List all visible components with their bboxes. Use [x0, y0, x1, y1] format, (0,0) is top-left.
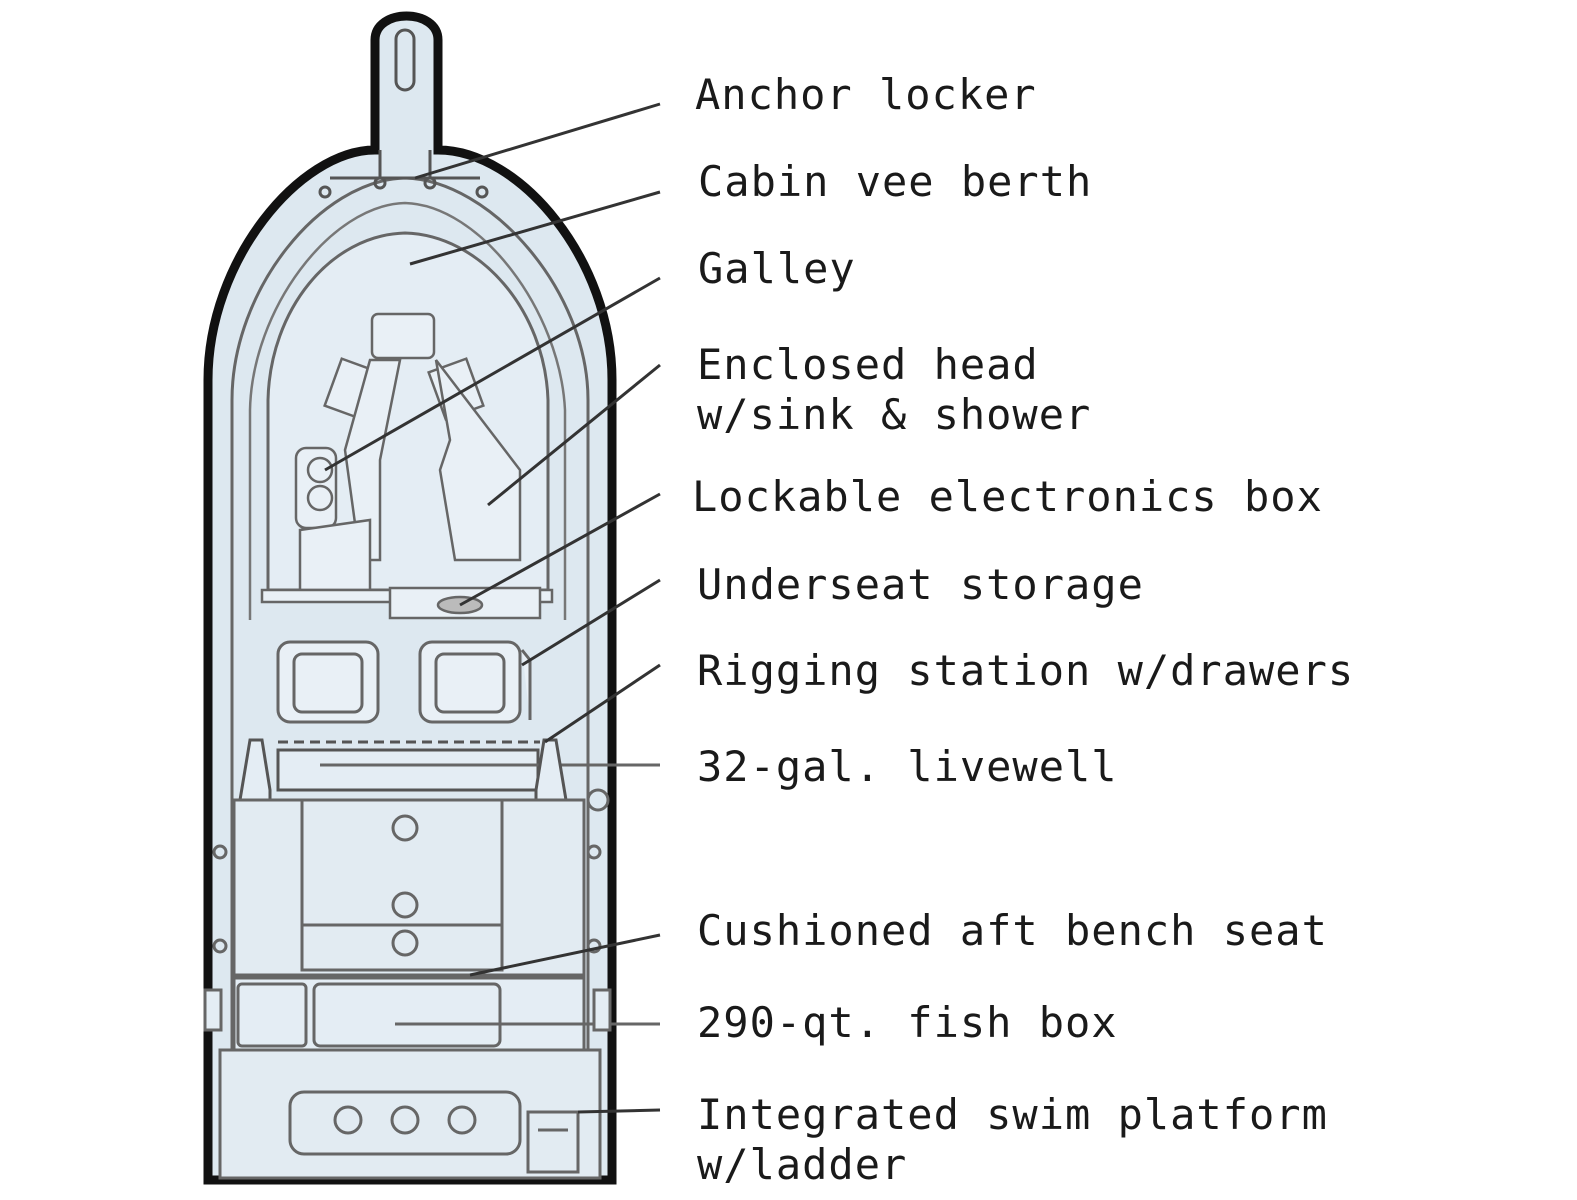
leader-underseat-storage [521, 578, 661, 667]
helm-seats [276, 640, 532, 724]
label-swim-platform: Integrated swim platform w/ladder [697, 1090, 1328, 1189]
leader-enclosed-head [487, 363, 661, 507]
bow-rail [318, 150, 489, 199]
leader-lines [324, 102, 661, 1114]
cabin-furniture [294, 312, 522, 592]
leader-swim-platform [577, 1108, 661, 1114]
gunwale-inner-line [248, 201, 567, 620]
leader-aft-bench-seat [469, 933, 661, 977]
label-galley: Galley [698, 244, 856, 293]
label-cabin-vee-berth: Cabin vee berth [698, 157, 1093, 206]
label-aft-bench-seat: Cushioned aft bench seat [697, 906, 1328, 955]
label-rigging-station: Rigging station w/drawers [697, 646, 1355, 695]
cockpit-deck [212, 788, 610, 977]
leader-rigging-station [544, 663, 661, 744]
fish-box-area [203, 976, 660, 1052]
label-lockable-electronics-box: Lockable electronics box [692, 472, 1323, 521]
leader-electronics-box [459, 492, 661, 607]
label-fish-box: 290-qt. fish box [697, 998, 1118, 1047]
label-anchor-locker: Anchor locker [695, 70, 1037, 119]
leader-cabin-vee-berth [409, 190, 661, 266]
transom-area [218, 1048, 602, 1180]
label-underseat-storage: Underseat storage [697, 560, 1144, 609]
label-livewell: 32-gal. livewell [697, 742, 1118, 791]
label-enclosed-head: Enclosed head w/sink & shower [697, 340, 1092, 439]
leader-anchor-locker [414, 102, 661, 180]
anchor-pulpit [394, 28, 416, 92]
leader-galley [324, 276, 661, 472]
